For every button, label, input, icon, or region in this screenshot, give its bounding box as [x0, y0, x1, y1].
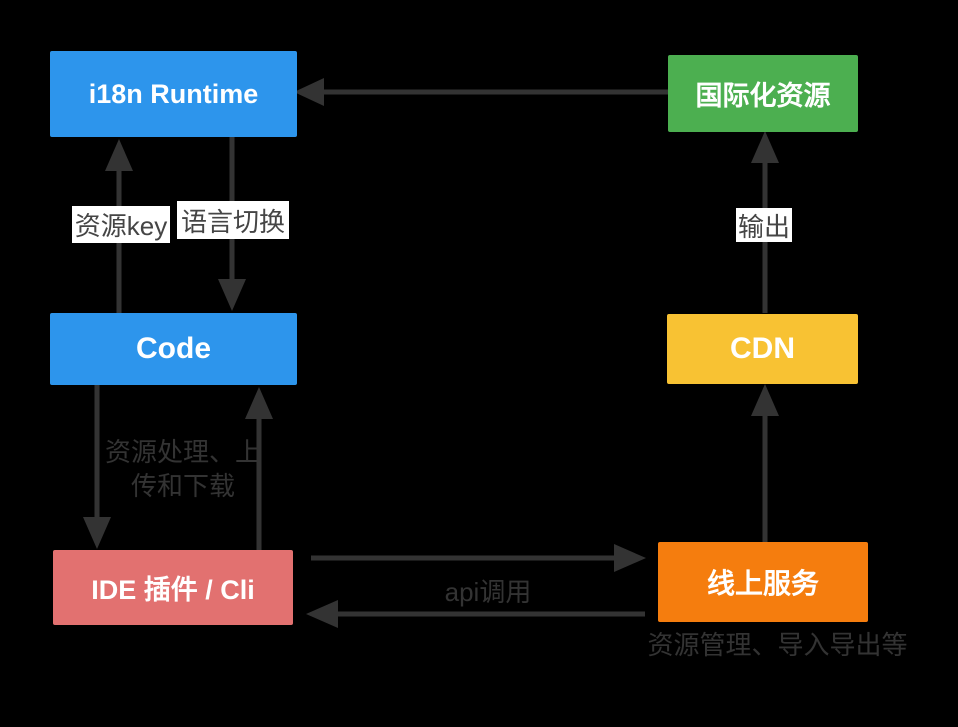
edge-label-output: 输出: [736, 208, 792, 242]
arrow-intlres-to-runtime: [294, 78, 668, 106]
node-online-service-label: 线上服务: [706, 568, 819, 599]
node-code-label: Code: [136, 332, 211, 365]
arrow-code-to-ide: [83, 385, 111, 549]
edge-label-language-switch: 语言切换: [177, 201, 289, 239]
edge-label-api-call: api调用: [444, 576, 532, 607]
node-cdn-label: CDN: [730, 332, 795, 365]
node-cdn: CDN: [667, 314, 858, 384]
node-ide-plugin-cli: IDE 插件 / Cli: [53, 550, 293, 625]
node-i18n-runtime: i18n Runtime: [50, 51, 297, 137]
arrow-online-to-ide: [306, 600, 645, 628]
arrow-ide-to-online: [311, 544, 646, 572]
arrow-ide-to-code: [245, 387, 273, 550]
node-i18n-runtime-label: i18n Runtime: [88, 78, 259, 109]
edge-label-resource-key: 资源key: [72, 206, 170, 243]
node-online-service: 线上服务: [658, 542, 868, 622]
node-intl-resources-label: 国际化资源: [695, 81, 831, 111]
node-ide-plugin-cli-label: IDE 插件 / Cli: [91, 575, 255, 605]
arrow-online-to-cdn: [751, 384, 779, 542]
edge-label-resource-processing: 资源处理、上 传和下载: [104, 437, 261, 501]
node-code: Code: [50, 313, 297, 385]
node-intl-resources: 国际化资源: [668, 55, 858, 132]
edge-label-resource-management: 资源管理、导入导出等: [647, 629, 908, 660]
